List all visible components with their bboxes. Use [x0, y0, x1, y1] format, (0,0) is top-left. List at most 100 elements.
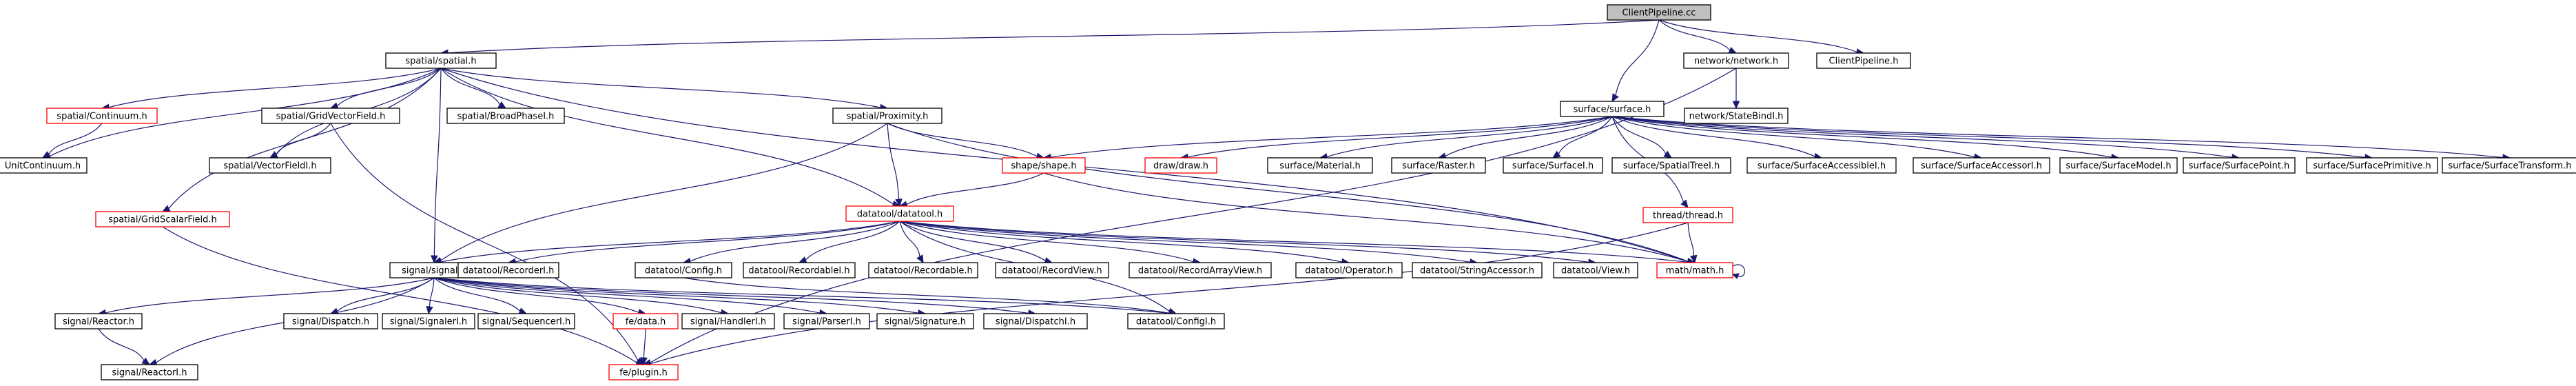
node-dispatch[interactable]: signal/Dispatch.h — [283, 313, 378, 329]
node-box[interactable] — [1913, 157, 2050, 174]
node-box[interactable] — [1144, 157, 1217, 174]
node-signal[interactable]: signal/signal.h — [389, 262, 479, 278]
node-recordview[interactable]: datatool/RecordView.h — [995, 262, 1109, 278]
node-unitcontinuum[interactable]: UnitContinuum.h — [0, 157, 87, 174]
node-spatialtreei[interactable]: surface/SpatialTreeI.h — [1611, 157, 1731, 174]
node-box[interactable] — [2059, 157, 2178, 174]
node-plugin[interactable]: fe/plugin.h — [608, 364, 679, 380]
node-accessori[interactable]: surface/SurfaceAccessorI.h — [1913, 157, 2050, 174]
node-box[interactable] — [1816, 52, 1911, 69]
node-math[interactable]: math/math.h — [1656, 262, 1733, 278]
node-box[interactable] — [46, 108, 158, 124]
node-surfaceprimitive[interactable]: surface/SurfacePrimitive.h — [2306, 157, 2438, 174]
node-recordable[interactable]: datatool/Recordable.h — [868, 262, 978, 278]
node-box[interactable] — [1611, 157, 1731, 174]
node-label: shape/shape.h — [1011, 161, 1076, 172]
node-signature[interactable]: signal/Signature.h — [876, 313, 974, 329]
node-box[interactable] — [95, 211, 230, 227]
node-box[interactable] — [385, 52, 497, 69]
node-box[interactable] — [1267, 157, 1373, 174]
node-broadphasei[interactable]: spatial/BroadPhaseI.h — [446, 108, 565, 124]
node-continuum[interactable]: spatial/Continuum.h — [46, 108, 158, 124]
node-reactori[interactable]: signal/ReactorI.h — [101, 364, 198, 380]
node-box[interactable] — [681, 313, 775, 329]
node-box[interactable] — [0, 157, 87, 174]
node-box[interactable] — [2183, 157, 2296, 174]
node-surfacei[interactable]: surface/SurfaceI.h — [1503, 157, 1603, 174]
node-box[interactable] — [1656, 262, 1733, 278]
node-box[interactable] — [1391, 157, 1486, 174]
node-view[interactable]: datatool/View.h — [1553, 262, 1638, 278]
node-box[interactable] — [1295, 262, 1403, 278]
node-box[interactable] — [868, 262, 978, 278]
node-surfacepoint[interactable]: surface/SurfacePoint.h — [2183, 157, 2296, 174]
node-box[interactable] — [635, 262, 732, 278]
node-datatool[interactable]: datatool/datatool.h — [845, 205, 954, 222]
node-box[interactable] — [477, 313, 575, 329]
node-box[interactable] — [1642, 207, 1733, 223]
node-sequenceri[interactable]: signal/SequencerI.h — [477, 313, 575, 329]
node-stringaccessor[interactable]: datatool/StringAccessor.h — [1412, 262, 1543, 278]
node-reactor[interactable]: signal/Reactor.h — [54, 313, 143, 329]
node-box[interactable] — [983, 313, 1088, 329]
node-box[interactable] — [1412, 262, 1543, 278]
node-box[interactable] — [1503, 157, 1603, 174]
node-parseri[interactable]: signal/ParserI.h — [783, 313, 870, 329]
node-surfacemodel[interactable]: surface/SurfaceModel.h — [2059, 157, 2178, 174]
node-box[interactable] — [54, 313, 143, 329]
node-box[interactable] — [101, 364, 198, 380]
node-configi[interactable]: datatool/ConfigI.h — [1127, 313, 1225, 329]
node-box[interactable] — [457, 262, 559, 278]
node-surfacetransform[interactable]: surface/SurfaceTransform.h — [2442, 157, 2576, 174]
node-config[interactable]: datatool/Config.h — [635, 262, 732, 278]
node-statebindi[interactable]: network/StateBindI.h — [1684, 108, 1789, 124]
node-box[interactable] — [783, 313, 870, 329]
node-box[interactable] — [1553, 262, 1638, 278]
node-box[interactable] — [283, 313, 378, 329]
node-box[interactable] — [382, 313, 475, 329]
node-recordablei[interactable]: datatool/RecordableI.h — [743, 262, 856, 278]
node-gridscalarfield[interactable]: spatial/GridScalarField.h — [95, 211, 230, 227]
node-root[interactable]: ClientPipeline.cc — [1607, 4, 1711, 21]
node-signaleri[interactable]: signal/SignalerI.h — [382, 313, 475, 329]
node-box[interactable] — [743, 262, 856, 278]
node-accessiblei[interactable]: surface/SurfaceAccessibleI.h — [1746, 157, 1897, 174]
node-box[interactable] — [845, 205, 954, 222]
node-box[interactable] — [608, 364, 679, 380]
node-thread[interactable]: thread/thread.h — [1642, 207, 1733, 223]
node-surface[interactable]: surface/surface.h — [1560, 101, 1665, 117]
node-draw[interactable]: draw/draw.h — [1144, 157, 1217, 174]
node-box[interactable] — [2306, 157, 2438, 174]
node-box[interactable] — [1560, 101, 1665, 117]
node-spatial[interactable]: spatial/spatial.h — [385, 52, 497, 69]
node-box[interactable] — [1129, 262, 1272, 278]
node-box[interactable] — [1746, 157, 1897, 174]
node-vectorfieldi[interactable]: spatial/VectorFieldI.h — [209, 157, 331, 174]
node-recorderi[interactable]: datatool/RecorderI.h — [457, 262, 559, 278]
node-box[interactable] — [1684, 108, 1789, 124]
node-box[interactable] — [209, 157, 331, 174]
node-box[interactable] — [832, 108, 942, 124]
node-box[interactable] — [876, 313, 974, 329]
node-shape[interactable]: shape/shape.h — [1002, 157, 1086, 174]
node-box[interactable] — [612, 313, 679, 329]
node-clientpipeline-h[interactable]: ClientPipeline.h — [1816, 52, 1911, 69]
node-box[interactable] — [261, 108, 400, 124]
node-network[interactable]: network/network.h — [1683, 52, 1789, 69]
node-box[interactable] — [2442, 157, 2576, 174]
node-fedata[interactable]: fe/data.h — [612, 313, 679, 329]
node-box[interactable] — [995, 262, 1109, 278]
node-recordarrayview[interactable]: datatool/RecordArrayView.h — [1129, 262, 1272, 278]
node-handleri[interactable]: signal/HandlerI.h — [681, 313, 775, 329]
node-gridvectorfield[interactable]: spatial/GridVectorField.h — [261, 108, 400, 124]
node-operator[interactable]: datatool/Operator.h — [1295, 262, 1403, 278]
node-box[interactable] — [1127, 313, 1225, 329]
node-box[interactable] — [1607, 4, 1711, 21]
node-material[interactable]: surface/Material.h — [1267, 157, 1373, 174]
node-box[interactable] — [446, 108, 565, 124]
node-raster[interactable]: surface/Raster.h — [1391, 157, 1486, 174]
node-box[interactable] — [1683, 52, 1789, 69]
node-proximity[interactable]: spatial/Proximity.h — [832, 108, 942, 124]
node-box[interactable] — [1002, 157, 1086, 174]
node-dispatchi[interactable]: signal/DispatchI.h — [983, 313, 1088, 329]
